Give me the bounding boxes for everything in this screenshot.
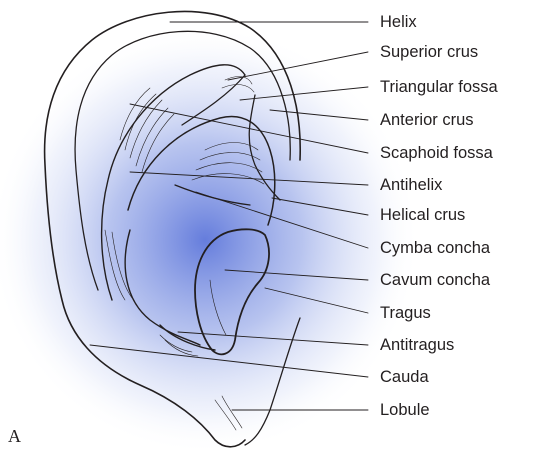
label-cavum-concha: Cavum concha	[380, 270, 490, 290]
label-triangular-fossa: Triangular fossa	[380, 77, 498, 97]
background-glow	[0, 25, 425, 452]
label-lobule: Lobule	[380, 400, 430, 420]
label-antihelix: Antihelix	[380, 175, 442, 195]
label-cauda: Cauda	[380, 367, 429, 387]
panel-letter: A	[8, 426, 21, 447]
label-helical-crus: Helical crus	[380, 205, 465, 225]
label-cymba-concha: Cymba concha	[380, 238, 490, 258]
label-antitragus: Antitragus	[380, 335, 454, 355]
label-superior-crus: Superior crus	[380, 42, 478, 62]
label-anterior-crus: Anterior crus	[380, 110, 474, 130]
label-helix: Helix	[380, 12, 417, 32]
label-scaphoid-fossa: Scaphoid fossa	[380, 143, 493, 163]
label-tragus: Tragus	[380, 303, 431, 323]
